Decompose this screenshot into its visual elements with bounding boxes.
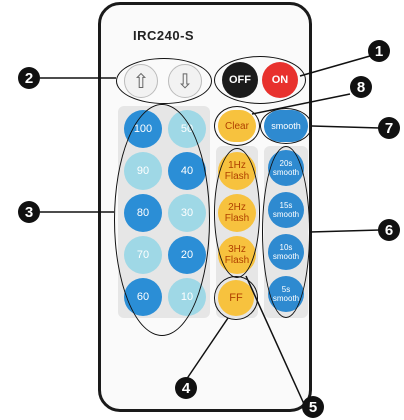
callout-6: 6	[378, 219, 400, 241]
callout-1: 1	[368, 40, 390, 62]
ring-ff	[214, 276, 258, 320]
model-label: IRC240-S	[133, 28, 195, 43]
ring-brightness	[114, 104, 210, 336]
callout-3: 3	[18, 201, 40, 223]
ring-smooth-speeds	[262, 146, 310, 318]
ring-smooth	[260, 108, 312, 144]
callout-2: 2	[18, 67, 40, 89]
ring-clear	[214, 106, 260, 146]
callout-4: 4	[175, 377, 197, 399]
ring-onoff	[214, 56, 306, 104]
ring-arrows	[116, 58, 212, 104]
callout-5: 5	[302, 396, 324, 418]
callout-7: 7	[378, 117, 400, 139]
callout-8: 8	[350, 76, 372, 98]
